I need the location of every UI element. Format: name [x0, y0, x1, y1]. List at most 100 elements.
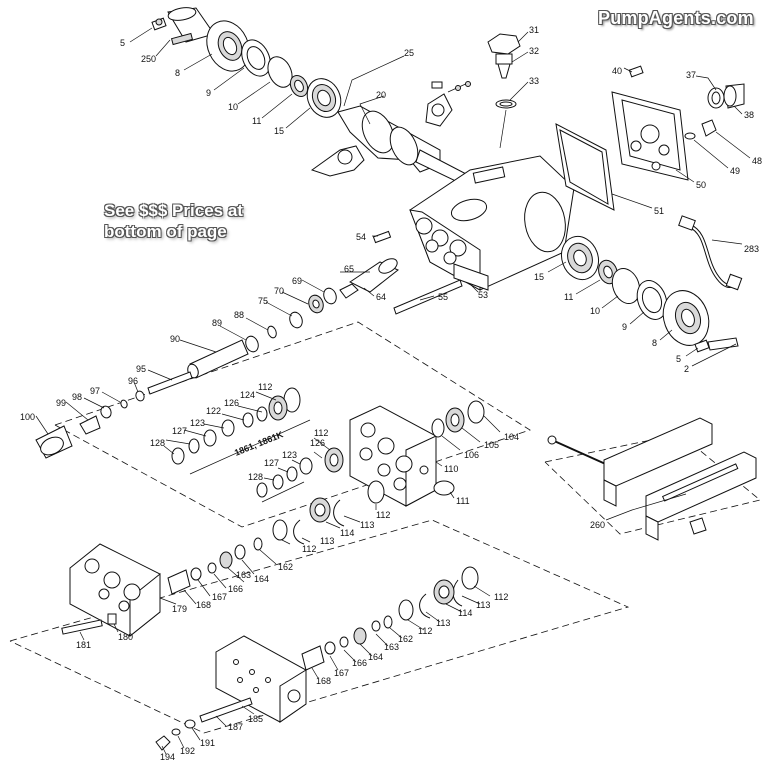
callout: 191: [200, 738, 215, 748]
callout: 5: [120, 38, 125, 48]
callout: 168: [196, 600, 211, 610]
callout: 32: [529, 46, 539, 56]
callout: 10: [590, 306, 600, 316]
callout-model-variant: 1861, 1861K: [233, 429, 285, 458]
right-bearing-cover-assembly: [560, 215, 743, 353]
callout: 283: [744, 244, 759, 254]
callout: 8: [175, 68, 180, 78]
callout: 114: [340, 528, 354, 538]
callout: 126: [224, 398, 239, 408]
manifold-110: [349, 400, 485, 507]
manifold-185: [155, 635, 307, 751]
packing-stack-lower: [256, 447, 344, 498]
callout: 31: [529, 25, 539, 35]
callout: 114: [458, 608, 472, 618]
callout: 163: [236, 570, 251, 580]
hose-283: [678, 215, 743, 291]
callout: 187: [228, 722, 243, 732]
callout: 128: [248, 472, 263, 482]
callout: 168: [316, 676, 331, 686]
callout: 11: [564, 292, 573, 302]
callout: 53: [478, 290, 488, 300]
callout: 112: [376, 510, 390, 520]
valve-stack-center: [253, 480, 385, 551]
callout: 104: [504, 432, 519, 442]
bolt-5-right: [694, 339, 710, 353]
leader-lines: [35, 27, 751, 755]
callout: 181: [76, 640, 91, 650]
callout: 123: [190, 418, 205, 428]
callout: 164: [254, 574, 269, 584]
callout: 95: [136, 364, 146, 374]
callout: 9: [622, 322, 627, 332]
callout: 54: [356, 232, 366, 242]
callout: 96: [128, 376, 138, 386]
plunger-assembly: [35, 325, 277, 459]
price-note: See $$$ Prices at bottom of page: [104, 200, 304, 242]
bearing-15-top: [306, 78, 342, 118]
callout: 15: [274, 126, 284, 136]
callout: 9: [206, 88, 211, 98]
cap-250: [167, 7, 215, 46]
callout: 5: [676, 354, 681, 364]
left-bearing-cover-assembly: [151, 7, 342, 118]
callout: 49: [730, 166, 740, 176]
callout: 113: [436, 618, 450, 628]
oring-10-top: [267, 56, 293, 88]
manifold-179: [61, 543, 161, 638]
callout: 75: [258, 296, 268, 306]
bearing-15-right: [560, 235, 600, 281]
callout: 166: [352, 658, 367, 668]
callout: 112: [302, 544, 316, 554]
callout: 10: [228, 102, 238, 112]
callout: 162: [278, 562, 293, 572]
callout: 50: [696, 180, 706, 190]
callout: 164: [368, 652, 383, 662]
oil-fill-plug-assembly: [487, 33, 521, 109]
callout: 163: [384, 642, 399, 652]
callout: 98: [72, 392, 82, 402]
callout: 113: [360, 520, 374, 530]
callout: 112: [314, 428, 328, 438]
shim-9-right: [636, 280, 668, 320]
bolt-5-top: [151, 17, 167, 31]
callout: 112: [418, 626, 432, 636]
callout: 97: [90, 386, 100, 396]
callout: 106: [464, 450, 479, 460]
shim-9-top: [241, 39, 271, 77]
callout: 167: [212, 592, 227, 602]
site-watermark: PumpAgents.com: [598, 8, 754, 28]
callout: 2: [684, 364, 689, 374]
callout: 8: [652, 338, 657, 348]
callout: 194: [160, 752, 175, 762]
valve-stack-right: [301, 566, 479, 671]
callout: 127: [172, 426, 187, 436]
price-note-line-2: bottom of page: [104, 222, 227, 241]
mounting-rail-260: [547, 417, 757, 541]
crankshaft-assembly: [310, 81, 471, 187]
assembly-boundary-lines: [9, 321, 761, 734]
callout: 89: [212, 318, 222, 328]
callout: 51: [654, 206, 664, 216]
callout: 20: [376, 90, 386, 100]
callout: 113: [476, 600, 490, 610]
callout: 65: [344, 264, 354, 274]
callout: 15: [534, 272, 544, 282]
price-note-line-1: See $$$ Prices at: [104, 201, 243, 220]
callout: 166: [228, 584, 243, 594]
callout: 40: [612, 66, 622, 76]
callout: 99: [56, 398, 66, 408]
callout: 38: [744, 110, 754, 120]
callout: 111: [456, 496, 470, 506]
crankcase-53: [409, 155, 575, 291]
bearing-cover-8-right: [662, 290, 710, 346]
callout: 88: [234, 310, 244, 320]
callout: 192: [180, 746, 195, 756]
crosshead-assembly: [289, 230, 463, 329]
callout: 123: [282, 450, 297, 460]
callout: 179: [172, 604, 187, 614]
oring-10-right: [611, 268, 641, 304]
callout: 127: [264, 458, 279, 468]
bearing-cover-8-top: [206, 20, 250, 72]
